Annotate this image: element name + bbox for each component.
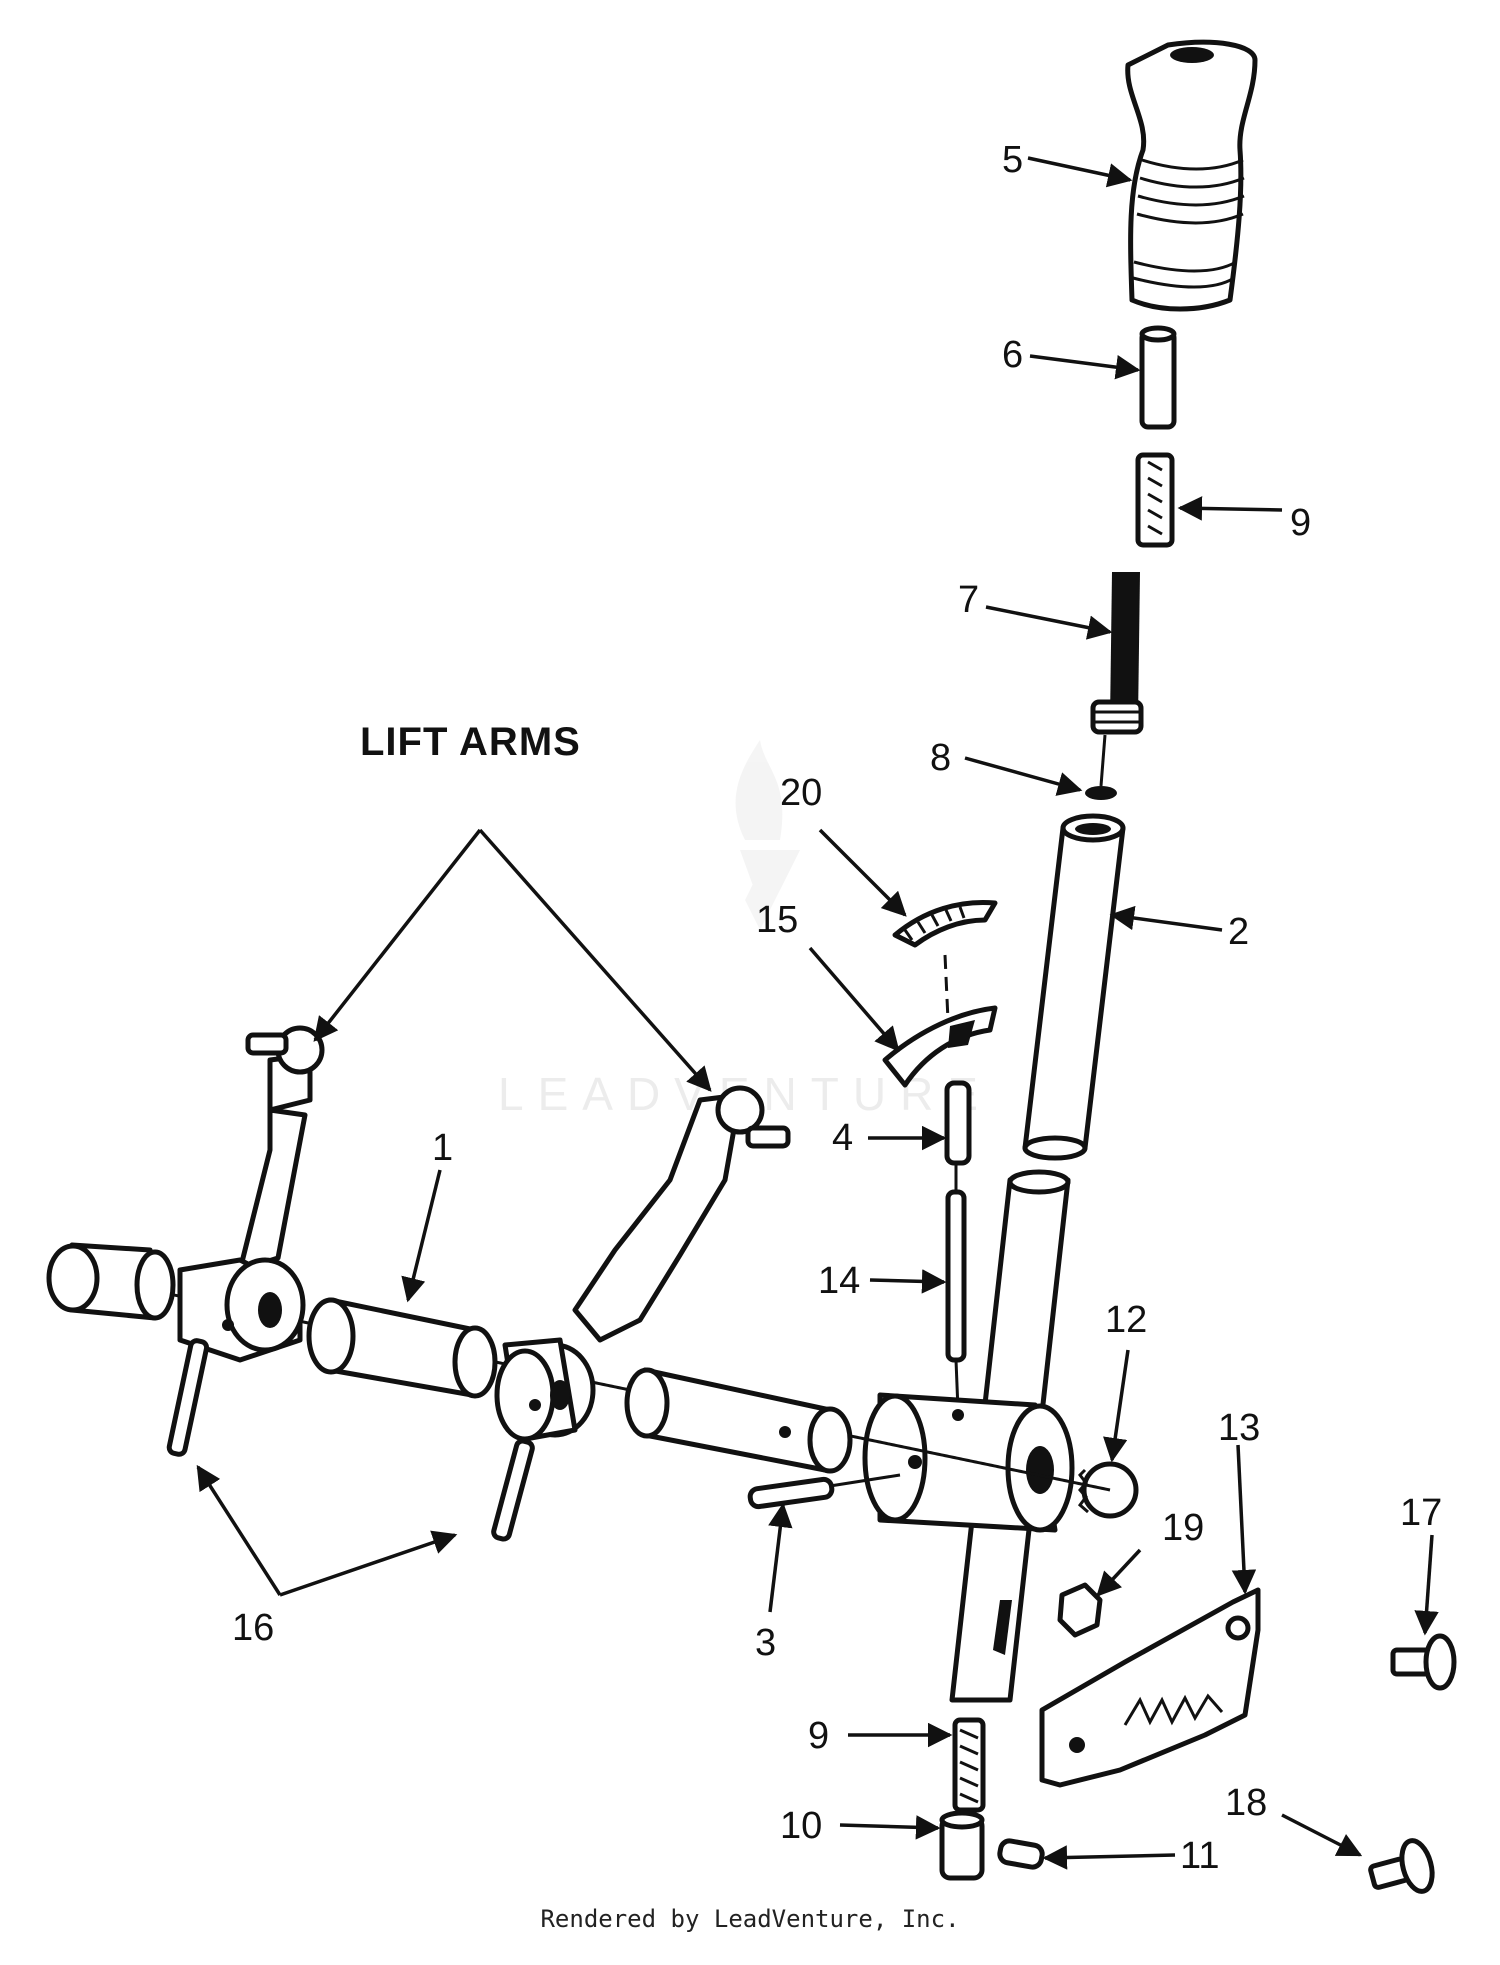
footer-credit: Rendered by LeadVenture, Inc.: [540, 1905, 960, 1933]
callout-7: 7: [958, 579, 979, 621]
callout-20: 20: [780, 772, 822, 814]
pivot-hub: [862, 1392, 1075, 1533]
callout-14: 14: [818, 1260, 860, 1302]
callout-16: 16: [232, 1607, 274, 1649]
callout-17: 17: [1400, 1492, 1442, 1534]
callout-19: 19: [1162, 1507, 1204, 1549]
part-18-bolt: [1368, 1838, 1435, 1894]
right-lift-arm: [494, 1085, 791, 1443]
part-11-pin: [997, 1838, 1045, 1870]
callout-labels: 5 6 9 7 8 20 2 15 4 1 14 12 13 19 17 3 1…: [232, 139, 1442, 1877]
left-bushing: [46, 1242, 176, 1321]
part-4-pin: [944, 1080, 972, 1166]
part-17-bolt: [1390, 1633, 1457, 1691]
part-14-rod: [945, 1189, 967, 1363]
part-15-quadrant: [882, 1005, 998, 1088]
callout-1: 1: [432, 1127, 453, 1169]
callout-9-upper: 9: [1290, 502, 1311, 544]
part-5-handle-grip: [1125, 39, 1258, 312]
callout-10: 10: [780, 1805, 822, 1847]
callout-5: 5: [1002, 139, 1023, 181]
part-10-collar: [939, 1810, 985, 1881]
part-6-pin: [1139, 325, 1177, 430]
part-19-nut: [1057, 1582, 1103, 1638]
part-9-lower-spring: [952, 1717, 986, 1813]
part-13-bracket: [1039, 1587, 1261, 1788]
callout-4: 4: [832, 1117, 853, 1159]
callout-6: 6: [1002, 334, 1023, 376]
heading-lift-arms: LIFT ARMS: [360, 720, 581, 764]
callout-3: 3: [755, 1622, 776, 1664]
callout-18: 18: [1225, 1782, 1267, 1824]
part-3-pin: [747, 1476, 835, 1510]
part-7-spring: [1090, 572, 1144, 735]
part-16-roll-pin-right: [491, 1438, 535, 1542]
part-8-washer: [1085, 786, 1117, 800]
right-shaft-piece: [624, 1367, 853, 1474]
callout-13: 13: [1218, 1407, 1260, 1449]
part-20-ratchet-segment: [892, 900, 998, 948]
left-lift-arm: [177, 1025, 325, 1363]
leader-lines: [196, 156, 1439, 1870]
watermark-logo: [735, 740, 800, 930]
callout-8: 8: [930, 737, 951, 779]
callout-11: 11: [1180, 1835, 1219, 1877]
part-2-tube-upper: [1022, 813, 1126, 1161]
callout-2: 2: [1228, 911, 1249, 953]
part-16-roll-pin-left: [166, 1338, 210, 1457]
callout-15: 15: [756, 899, 798, 941]
callout-9-lower: 9: [808, 1715, 829, 1757]
callout-12: 12: [1105, 1299, 1147, 1341]
part-9-upper-spring: [1135, 452, 1175, 548]
part-1-cross-shaft: [306, 1297, 498, 1399]
